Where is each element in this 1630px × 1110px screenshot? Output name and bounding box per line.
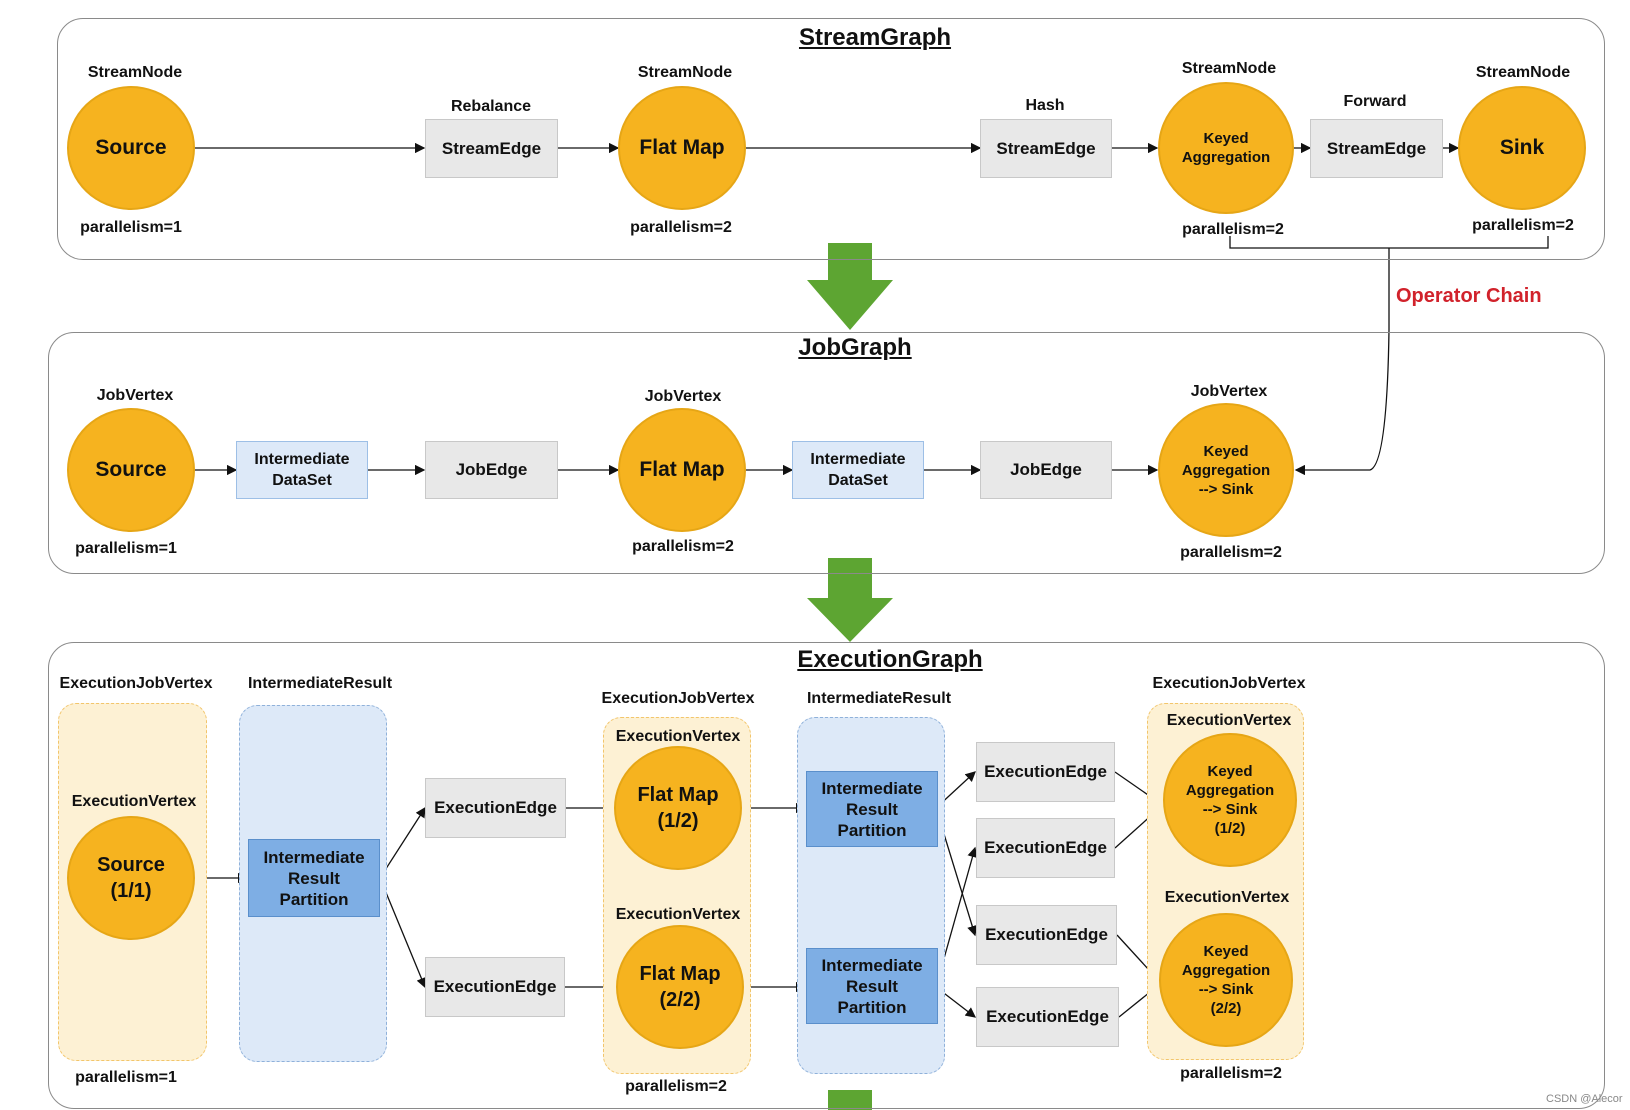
job-keyed-parallelism: parallelism=2: [1180, 544, 1282, 561]
jobgraph-panel: [48, 332, 1605, 574]
forward-label: Forward: [1343, 93, 1407, 110]
keyed-aggregation-node[interactable]: Keyed Aggregation: [1158, 82, 1294, 214]
job-flatmap-header: JobVertex: [644, 388, 722, 405]
execution-edge-d[interactable]: ExecutionEdge: [976, 818, 1115, 878]
col1-execution-vertex: ExecutionVertex: [71, 793, 197, 810]
col3-execution-vertex-1: ExecutionVertex: [615, 728, 741, 745]
flatmap-parallelism: parallelism=2: [630, 219, 732, 236]
intermediate-result-partition-1[interactable]: Intermediate Result Partition: [248, 839, 380, 917]
job-flatmap-node[interactable]: Flat Map: [618, 408, 746, 532]
exec-keyed-sink-2-node[interactable]: Keyed Aggregation --> Sink (2/2): [1159, 913, 1293, 1047]
source-header: StreamNode: [87, 64, 183, 81]
job-flatmap-parallelism: parallelism=2: [632, 538, 734, 555]
col2-header: IntermediateResult: [247, 675, 393, 692]
execution-edge-b[interactable]: ExecutionEdge: [425, 957, 565, 1017]
flatmap-header: StreamNode: [637, 64, 733, 81]
execution-edge-e[interactable]: ExecutionEdge: [976, 905, 1117, 965]
jobgraph-title: JobGraph: [798, 334, 912, 361]
watermark: CSDN @Alecor: [1546, 1093, 1623, 1105]
transition-arrow-2: [807, 558, 893, 642]
hash-label: Hash: [1025, 97, 1065, 114]
job-keyed-sink-node[interactable]: Keyed Aggregation --> Sink: [1158, 403, 1294, 537]
execution-edge-f[interactable]: ExecutionEdge: [976, 987, 1119, 1047]
col3-parallelism: parallelism=2: [625, 1078, 727, 1095]
stream-edge-rebalance[interactable]: StreamEdge: [425, 119, 558, 178]
intermediate-dataset-2[interactable]: Intermediate DataSet: [792, 441, 924, 499]
intermediate-result-partition-3[interactable]: Intermediate Result Partition: [806, 948, 938, 1024]
streamgraph-panel: [57, 18, 1605, 260]
streamgraph-title: StreamGraph: [798, 24, 952, 51]
col5-execution-vertex-2: ExecutionVertex: [1164, 889, 1290, 906]
exec-source-node[interactable]: Source (1/1): [67, 816, 195, 940]
job-edge-1[interactable]: JobEdge: [425, 441, 558, 499]
operator-chain-label: Operator Chain: [1396, 285, 1542, 307]
exec-flatmap-1-node[interactable]: Flat Map (1/2): [614, 746, 742, 870]
execution-edge-a[interactable]: ExecutionEdge: [425, 778, 566, 838]
source-parallelism: parallelism=1: [80, 219, 182, 236]
executiongraph-title: ExecutionGraph: [797, 646, 983, 673]
col5-parallelism: parallelism=2: [1180, 1065, 1282, 1082]
rebalance-label: Rebalance: [450, 98, 532, 115]
intermediate-result-partition-2[interactable]: Intermediate Result Partition: [806, 771, 938, 847]
sink-node[interactable]: Sink: [1458, 86, 1586, 210]
transition-arrow-1: [807, 243, 893, 330]
job-source-node[interactable]: Source: [67, 408, 195, 532]
sink-header: StreamNode: [1475, 64, 1571, 81]
transition-arrow-3-stub: [828, 1090, 872, 1110]
intermediate-dataset-1[interactable]: Intermediate DataSet: [236, 441, 368, 499]
keyed-parallelism: parallelism=2: [1182, 221, 1284, 238]
keyed-header: StreamNode: [1181, 60, 1277, 77]
col4-header: IntermediateResult: [806, 690, 952, 707]
stream-edge-forward[interactable]: StreamEdge: [1310, 119, 1443, 178]
execution-edge-c[interactable]: ExecutionEdge: [976, 742, 1115, 802]
col1-header: ExecutionJobVertex: [59, 675, 213, 692]
exec-flatmap-2-node[interactable]: Flat Map (2/2): [616, 925, 744, 1049]
col5-header: ExecutionJobVertex: [1152, 675, 1306, 692]
source-node[interactable]: Source: [67, 86, 195, 210]
col3-header: ExecutionJobVertex: [601, 690, 755, 707]
stream-edge-hash[interactable]: StreamEdge: [980, 119, 1112, 178]
sink-parallelism: parallelism=2: [1472, 217, 1574, 234]
job-source-header: JobVertex: [96, 387, 174, 404]
job-source-parallelism: parallelism=1: [75, 540, 177, 557]
col5-execution-vertex-1: ExecutionVertex: [1166, 712, 1292, 729]
col1-parallelism: parallelism=1: [75, 1069, 177, 1086]
col3-execution-vertex-2: ExecutionVertex: [615, 906, 741, 923]
executiongraph-panel: [48, 642, 1605, 1109]
exec-keyed-sink-1-node[interactable]: Keyed Aggregation --> Sink (1/2): [1163, 733, 1297, 867]
flatmap-node[interactable]: Flat Map: [618, 86, 746, 210]
job-keyed-header: JobVertex: [1190, 383, 1268, 400]
job-edge-2[interactable]: JobEdge: [980, 441, 1112, 499]
